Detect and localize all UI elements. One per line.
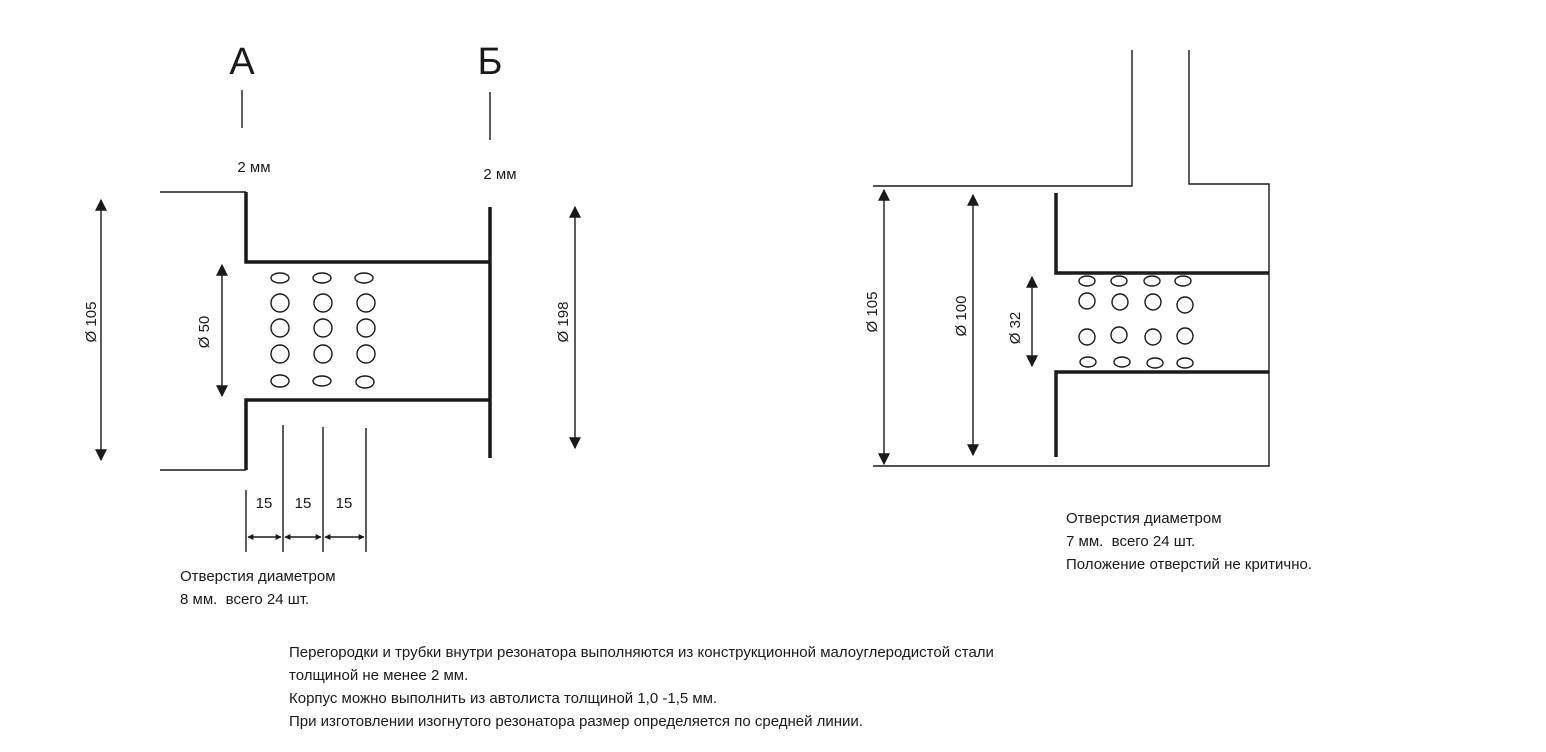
hole [1110, 275, 1128, 287]
footer-notes: Перегородки и трубки внутри резонатора в… [289, 641, 994, 733]
hole [1144, 328, 1162, 346]
hole [1078, 275, 1096, 287]
thickness-a-label: 2 мм [237, 159, 270, 176]
note-line: толщиной не менее 2 мм. [289, 667, 469, 684]
hole [313, 293, 333, 313]
note-line: Положение отверстий не критично. [1066, 556, 1313, 573]
dimension-label-198: Ø 198 [555, 302, 572, 343]
hole [1078, 292, 1096, 310]
note-line: При изготовлении изогнутого резонатора р… [289, 713, 863, 730]
spacing-label: 15 [336, 495, 353, 512]
note-line: 8 мм. всего 24 шт. [180, 591, 310, 608]
note-line: Перегородки и трубки внутри резонатора в… [289, 644, 994, 661]
section-label-b: Б [478, 41, 503, 83]
body-outline [873, 50, 1270, 467]
hole [1113, 356, 1131, 368]
hole [270, 272, 290, 284]
thickness-b-label: 2 мм [483, 166, 516, 183]
partition-a-top [244, 192, 490, 264]
note-line: Корпус можно выполнить из автолиста толщ… [289, 690, 718, 707]
hole [270, 293, 290, 313]
hole [313, 344, 333, 364]
hole [270, 344, 290, 364]
partition-a-bottom [244, 398, 490, 470]
right-hole-note: Отверстия диаметром 7 мм. всего 24 шт. Пол… [1066, 507, 1312, 576]
spacing-label: 15 [295, 495, 312, 512]
hole [270, 318, 290, 338]
hole [270, 374, 290, 388]
tube-bottom [1054, 370, 1269, 457]
hole [356, 318, 376, 338]
hole [313, 318, 333, 338]
hole [312, 375, 332, 387]
hole [356, 293, 376, 313]
dimension-label-32: Ø 32 [1007, 312, 1024, 345]
dimension-label-100: Ø 100 [953, 296, 970, 337]
hole [1176, 296, 1194, 314]
hole [1144, 293, 1162, 311]
note-line: Отверстия диаметром [180, 568, 336, 585]
hole [356, 344, 376, 364]
hole [355, 375, 375, 389]
inlet-pipe-left [873, 50, 1133, 187]
spacing-label: 15 [256, 495, 273, 512]
hole [1078, 328, 1096, 346]
left-hole-note: Отверстия диаметром 8 мм. всего 24 шт. [180, 565, 336, 611]
hole [1079, 356, 1097, 368]
dimension-label-105: Ø 105 [83, 302, 100, 343]
note-line: 7 мм. всего 24 шт. [1066, 533, 1196, 550]
left-view: А Б 2 мм 2 мм Ø 105 Ø 50 Ø 198 [83, 41, 581, 552]
hole [354, 272, 374, 284]
hole [1176, 327, 1194, 345]
holes-left [270, 272, 376, 389]
hole [312, 272, 332, 284]
section-label-a: А [229, 41, 255, 83]
hole [1143, 275, 1161, 287]
hole [1111, 293, 1129, 311]
hole-spacing-dimensions: 15 15 15 [245, 425, 367, 552]
dimension-label-50: Ø 50 [196, 316, 213, 349]
hole [1176, 357, 1194, 369]
hole [1110, 326, 1128, 344]
hole [1174, 275, 1192, 287]
dimension-label-105: Ø 105 [864, 292, 881, 333]
holes-right [1078, 275, 1194, 369]
hole [1146, 357, 1164, 369]
note-line: Отверстия диаметром [1066, 510, 1222, 527]
right-view: Ø 105 Ø 100 Ø 32 [864, 50, 1270, 467]
tube-top [1054, 193, 1269, 275]
